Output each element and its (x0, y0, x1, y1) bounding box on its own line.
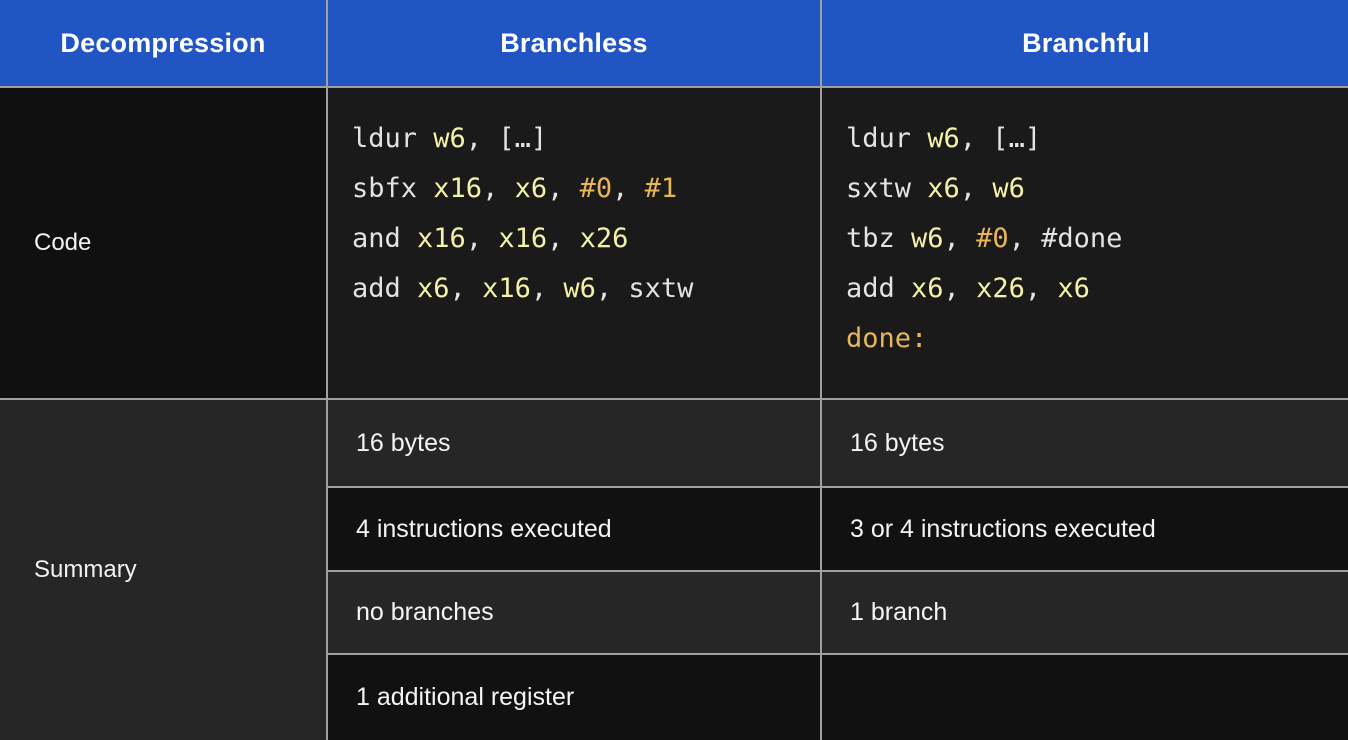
code-token-imm: #0 (976, 223, 1009, 254)
row-divider (0, 398, 1348, 400)
code-token-pun: , (1024, 273, 1058, 304)
code-token-reg: x6 (1057, 273, 1090, 304)
code-token-mn: sxtw (628, 273, 694, 304)
list-item: 3 or 4 instructions executed (822, 488, 1348, 570)
summary-list-branchless: 16 bytes 4 instructions executed no bran… (328, 400, 820, 740)
code-line: sxtw x6, w6 (846, 164, 1348, 214)
list-item: no branches (328, 572, 820, 653)
code-token-reg: w6 (911, 223, 944, 254)
code-token-mn: and (352, 223, 418, 254)
code-line: tbz w6, #0, #done (846, 214, 1348, 264)
list-item (822, 655, 1348, 740)
code-token-reg: x6 (911, 273, 944, 304)
code-line: ldur w6, […] (846, 114, 1348, 164)
code-token-reg: w6 (927, 123, 960, 154)
code-token-pun: , […] (465, 123, 548, 154)
code-token-reg: x16 (433, 173, 483, 204)
code-token-pun: , (547, 173, 580, 204)
code-token-mn: sbfx (352, 173, 434, 204)
table-row-summary: Summary 16 bytes 4 instructions executed… (0, 400, 1348, 740)
code-token-reg: w6 (992, 173, 1025, 204)
code-token-mn: sxtw (846, 173, 928, 204)
row-divider (822, 486, 1348, 488)
code-token-mn: ldur (352, 123, 434, 154)
list-item: 16 bytes (822, 400, 1348, 486)
row-divider (328, 486, 820, 488)
code-token-pun: , (943, 273, 977, 304)
code-token-imm: #1 (644, 173, 678, 204)
row-divider (328, 653, 820, 655)
code-token-mn: ldur (846, 123, 928, 154)
code-line: sbfx x16, x6, #0, #1 (352, 164, 820, 214)
column-divider (326, 400, 328, 740)
code-token-pun: , (612, 173, 645, 204)
code-token-reg: x6 (417, 273, 450, 304)
code-token-mn: add (352, 273, 418, 304)
list-item: 1 additional register (328, 655, 820, 740)
header-cell-branchful: Branchful (822, 0, 1348, 86)
row-label-summary: Summary (0, 400, 326, 740)
code-token-pun: , (465, 223, 499, 254)
column-divider (326, 88, 328, 398)
code-token-lbl: done: (846, 323, 928, 354)
code-token-reg: x16 (417, 223, 466, 254)
code-token-pun: , (595, 273, 629, 304)
code-token-pun: , #done (1008, 223, 1123, 254)
code-token-pun: , (530, 273, 564, 304)
summary-list-branchful: 16 bytes 3 or 4 instructions executed 1 … (822, 400, 1348, 740)
row-label-code: Code (0, 88, 326, 398)
code-token-reg: x26 (579, 223, 629, 254)
column-divider (820, 88, 822, 398)
code-line: and x16, x16, x26 (352, 214, 820, 264)
table-header-row: Decompression Branchless Branchful (0, 0, 1348, 86)
list-item: 1 branch (822, 572, 1348, 653)
code-token-pun: , (547, 223, 580, 254)
header-cell-branchless: Branchless (328, 0, 820, 86)
code-line: add x6, x26, x6 (846, 264, 1348, 314)
row-divider (822, 653, 1348, 655)
code-token-reg: w6 (433, 123, 466, 154)
code-token-imm: #0 (579, 173, 613, 204)
code-token-mn: add (846, 273, 912, 304)
row-divider (0, 86, 1348, 88)
row-divider (822, 570, 1348, 572)
row-divider (328, 570, 820, 572)
code-token-mn: tbz (846, 223, 912, 254)
code-token-reg: w6 (563, 273, 596, 304)
column-divider (326, 0, 328, 86)
code-token-pun: , (943, 223, 977, 254)
code-token-reg: x16 (498, 223, 548, 254)
code-line: add x6, x16, w6, sxtw (352, 264, 820, 314)
column-divider (820, 400, 822, 740)
code-token-reg: x6 (514, 173, 548, 204)
column-divider (820, 0, 822, 86)
code-token-reg: x26 (976, 273, 1025, 304)
code-token-pun: , (449, 273, 483, 304)
code-token-pun: , […] (959, 123, 1042, 154)
code-token-pun: , (959, 173, 993, 204)
code-line: done: (846, 314, 1348, 364)
list-item: 4 instructions executed (328, 488, 820, 570)
list-item: 16 bytes (328, 400, 820, 486)
header-cell-decompression: Decompression (0, 0, 326, 86)
code-token-pun: , (482, 173, 515, 204)
code-token-reg: x16 (482, 273, 531, 304)
code-token-reg: x6 (927, 173, 960, 204)
code-line: ldur w6, […] (352, 114, 820, 164)
